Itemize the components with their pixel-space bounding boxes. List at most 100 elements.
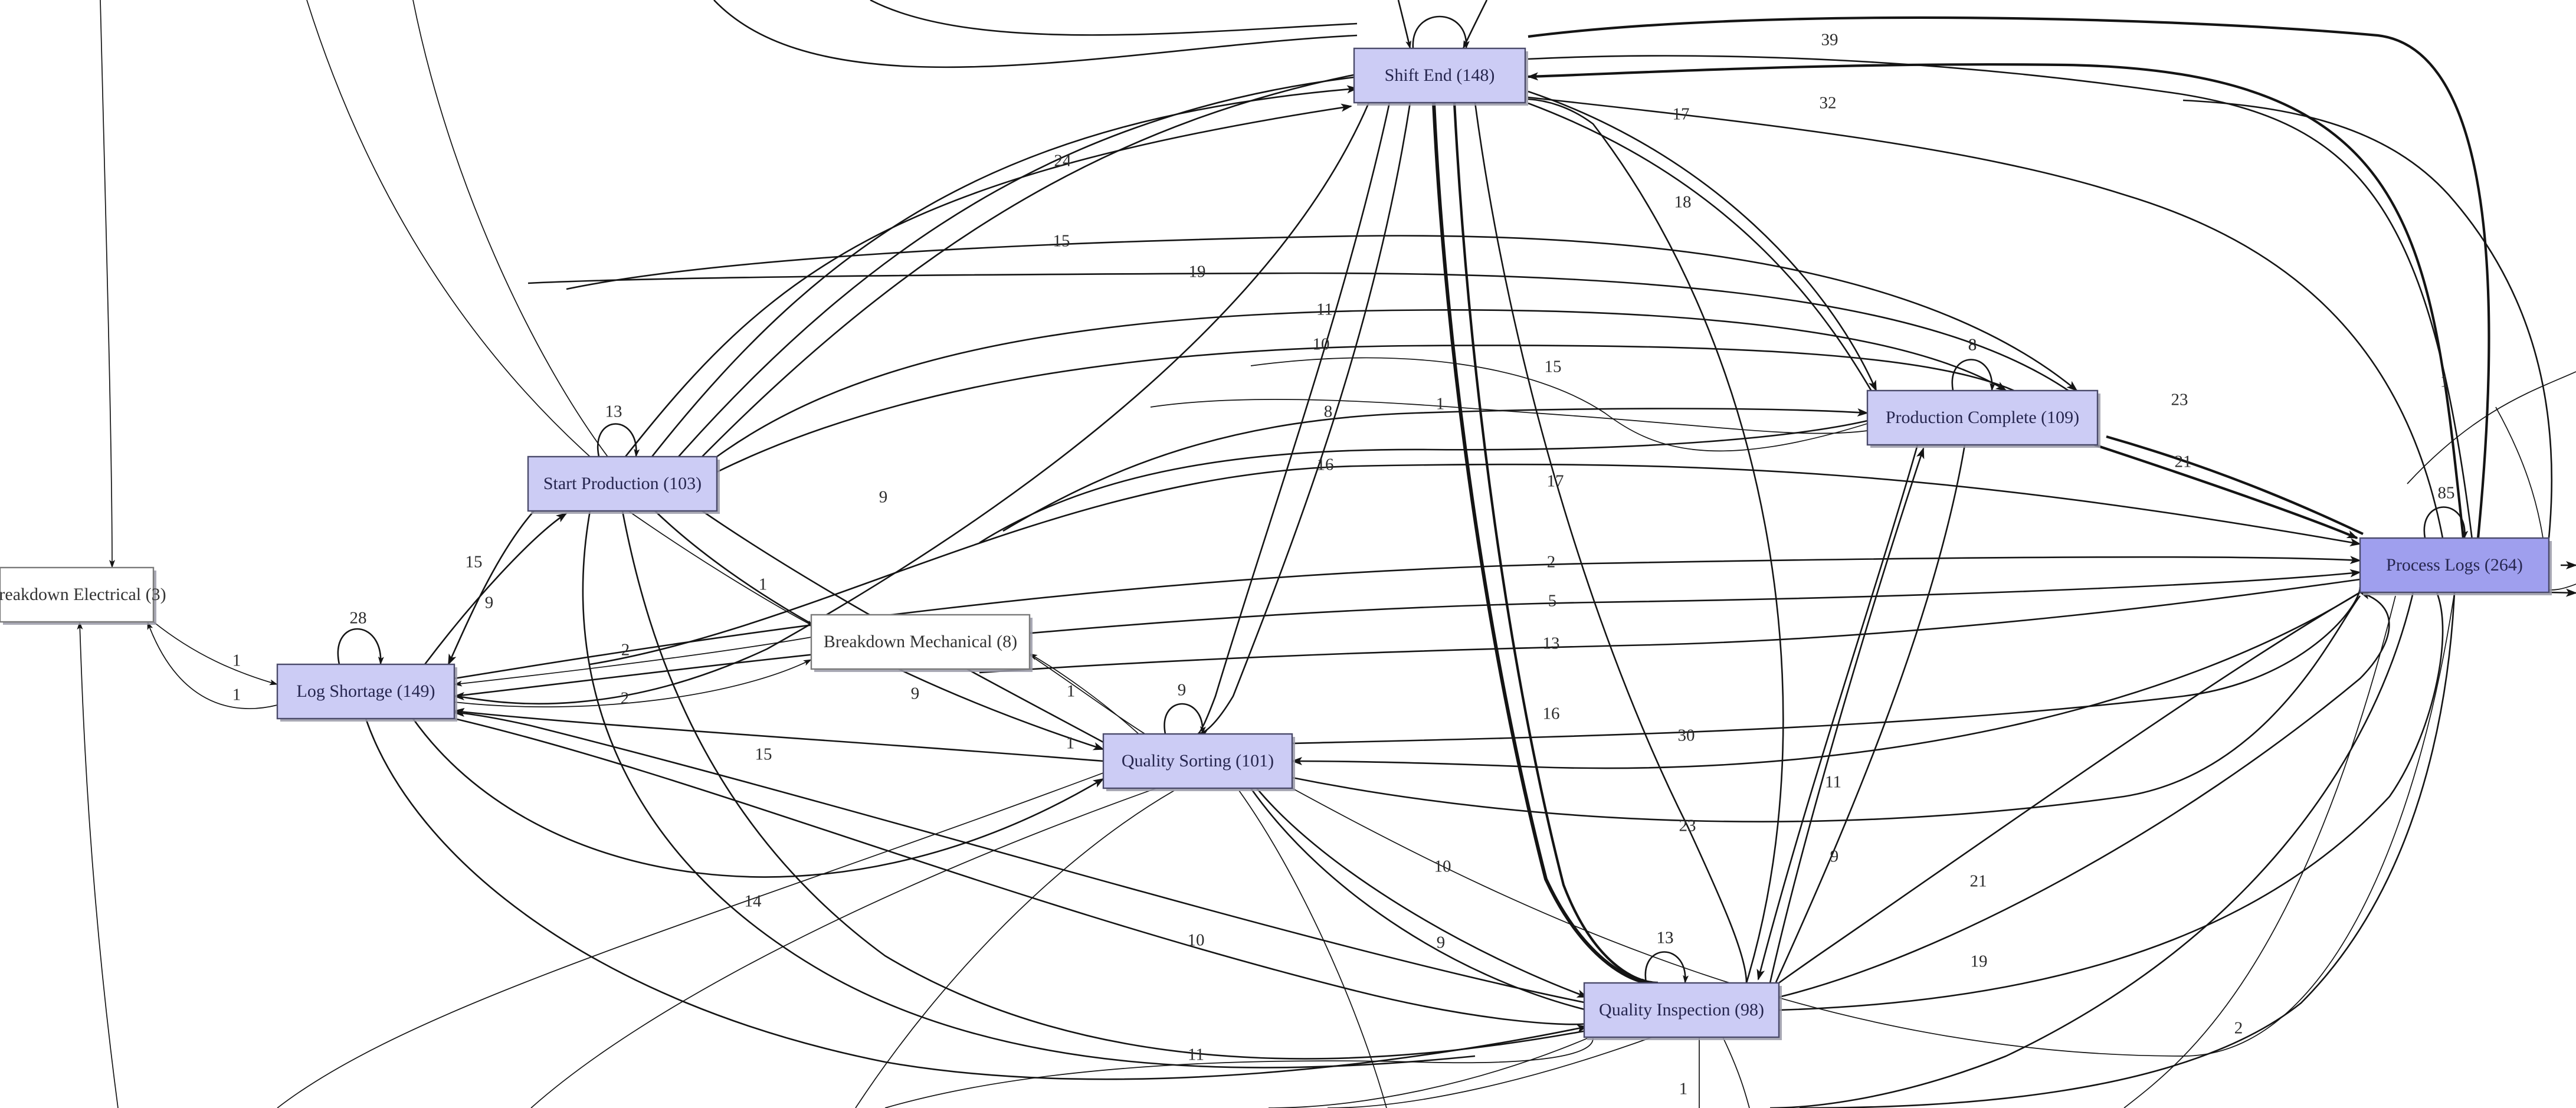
edge-label: 1 <box>759 575 768 594</box>
edge-label: 1 <box>2440 372 2449 391</box>
node-breakdown_mechanical[interactable]: Breakdown Mechanical (8) <box>810 614 1033 672</box>
edge-path <box>713 0 1358 68</box>
edge-label: 16 <box>1317 455 1334 474</box>
edge-label: 17 <box>1673 105 1690 124</box>
edge-path <box>454 717 1588 1025</box>
edge-path <box>716 345 2018 473</box>
edge-path <box>979 578 2361 674</box>
edge-path <box>1528 55 2473 540</box>
edge-path <box>1250 357 1868 452</box>
self-loop-label-log_shortage: 28 <box>350 609 367 628</box>
edge-path <box>1528 102 1874 395</box>
edge-label: 5 <box>1548 592 1557 611</box>
node-box[interactable] <box>1353 47 1526 104</box>
edge-label: 8 <box>1968 336 1977 355</box>
edge-path <box>454 637 812 687</box>
node-box[interactable] <box>1102 733 1293 789</box>
edge-path <box>1292 592 2455 1057</box>
node-production_complete[interactable]: Production Complete (109) <box>1866 389 2100 448</box>
node-breakdown_electrical[interactable]: Breakdown Electrical (3) <box>0 566 166 625</box>
node-box[interactable] <box>2359 537 2550 594</box>
edge-path <box>1462 0 1488 49</box>
edge-label: 24 <box>1054 152 1072 171</box>
node-quality_inspection[interactable]: Quality Inspection (98) <box>1583 982 1782 1040</box>
edge-label: 9 <box>1437 933 1446 952</box>
edge-path <box>678 72 1370 457</box>
edge-path <box>412 0 608 457</box>
edge-path <box>716 309 2007 458</box>
edge-path <box>1397 0 1411 49</box>
edge-label: 9 <box>911 684 920 703</box>
edge-label: 1 <box>232 686 241 704</box>
edge-path <box>1799 592 2456 1108</box>
edge-self-loop <box>1164 703 1206 735</box>
edge-path <box>454 569 2361 697</box>
edge-path <box>147 621 278 709</box>
edge-label: 15 <box>466 553 483 572</box>
edge-path <box>1291 591 2361 769</box>
edge-path <box>1528 16 2490 539</box>
edge-path <box>1250 788 1588 1011</box>
edge-path <box>2495 407 2544 539</box>
edge-label: 39 <box>1821 31 1838 50</box>
edge-label: 15 <box>1053 232 1070 251</box>
edge-path <box>153 621 278 686</box>
edge-label-layer: 2415191110816115172513163917321882321191… <box>232 31 2455 1099</box>
edge-path <box>365 718 1588 1080</box>
node-quality_sorting[interactable]: Quality Sorting (101) <box>1102 733 1295 791</box>
edge-label: 16 <box>1543 704 1560 723</box>
node-process_logs[interactable]: Process Logs (264) <box>2359 537 2552 595</box>
edge-path <box>1775 444 1966 983</box>
edge-path <box>1256 788 1588 998</box>
node-log_shortage[interactable]: Log Shortage (149) <box>276 663 457 722</box>
edge-label: 19 <box>1189 263 1206 281</box>
edge-label: 15 <box>1545 358 1562 376</box>
node-box[interactable] <box>1866 389 2099 446</box>
node-box[interactable] <box>0 566 155 623</box>
edge-label: 1 <box>1436 395 1445 414</box>
edge-path <box>651 85 1358 457</box>
edge-path <box>1756 444 1919 981</box>
edge-label: 8 <box>1324 402 1333 421</box>
edge-label: 2 <box>2234 1019 2243 1038</box>
node-shift_end[interactable]: Shift End (148) <box>1353 47 1528 106</box>
edge-label: 1 <box>1066 734 1075 753</box>
edge-path <box>453 707 1104 762</box>
edge-path <box>624 103 1352 457</box>
edge-path <box>2182 99 2553 539</box>
edge-label: 17 <box>1547 472 1564 491</box>
edge-self-loop <box>2423 506 2469 539</box>
edge-path <box>1474 102 1748 984</box>
edge-path <box>424 512 568 665</box>
edge-label: 2 <box>621 689 630 708</box>
edge-label: 10 <box>1434 857 1451 876</box>
node-box[interactable] <box>1583 982 1780 1038</box>
edge-path <box>1528 90 1877 392</box>
node-box[interactable] <box>527 455 718 512</box>
edge-path <box>1292 595 2361 822</box>
edge-path <box>1002 408 1869 532</box>
edge-path <box>2548 588 2576 597</box>
edge-path <box>1778 591 2361 984</box>
edge-path <box>1292 586 2361 745</box>
edge-path <box>1238 790 1387 1108</box>
edge-path <box>870 0 1358 36</box>
node-box[interactable] <box>276 663 455 720</box>
edge-path <box>77 621 119 1108</box>
edge-path <box>979 419 1871 544</box>
edge-path <box>582 510 1476 1068</box>
edge-label: 2 <box>621 641 630 660</box>
edge-path <box>1268 1038 1588 1108</box>
edge-path <box>277 772 1104 1108</box>
edge-path <box>2123 595 2396 1108</box>
edge-label: 11 <box>1188 1045 1204 1064</box>
node-box[interactable] <box>810 614 1031 670</box>
edge-label: 13 <box>1543 634 1560 653</box>
edge-path <box>1722 1037 1750 1108</box>
edge-label: 9 <box>879 488 888 507</box>
edge-path <box>1029 653 1139 735</box>
edge-path <box>1778 591 2390 998</box>
node-start_production[interactable]: Start Production (103) <box>527 455 720 514</box>
